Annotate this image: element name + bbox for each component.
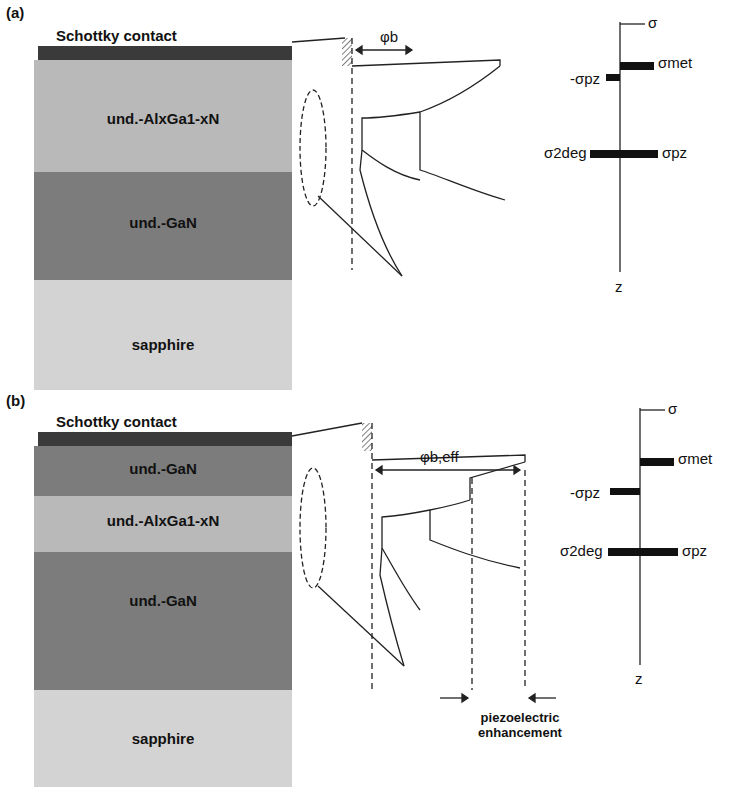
charge-label: σmet: [658, 54, 692, 71]
note-label: piezoelectric enhancement: [470, 710, 570, 740]
layer-band: und.-AlxGa1-xN: [34, 60, 292, 172]
schottky-contact: Schottky contact: [34, 26, 292, 60]
axis-label: σ: [668, 400, 677, 417]
contact-metal: [38, 46, 292, 60]
layer-band: und.-AlxGa1-xN: [34, 496, 292, 552]
layer-label: und.-GaN: [34, 592, 292, 609]
charge-label: σpz: [682, 542, 707, 559]
axis-label: z: [615, 278, 623, 295]
layer-label: und.-GaN: [34, 460, 292, 477]
axis-label: σ: [648, 14, 657, 31]
layer-label: sapphire: [34, 336, 292, 353]
axis-label: z: [635, 670, 643, 687]
panel-letter: (b): [6, 392, 25, 409]
layer-label: Schottky contact: [56, 413, 292, 430]
charge-label: -σpz: [570, 70, 600, 87]
layer-band: und.-GaN: [34, 552, 292, 690]
layer-band: und.-GaN: [34, 172, 292, 280]
charge-label: σpz: [662, 144, 687, 161]
layer-band: sapphire: [34, 690, 292, 787]
layer-label: und.-AlxGa1-xN: [34, 110, 292, 127]
contact-metal: [38, 432, 292, 446]
layer-band: und.-GaN: [34, 446, 292, 496]
charge-label: σ2deg: [560, 542, 603, 559]
barrier-label: φb,eff: [420, 448, 459, 465]
charge-label: σmet: [678, 450, 712, 467]
schottky-contact: Schottky contact: [34, 412, 292, 446]
layer-label: sapphire: [34, 730, 292, 747]
charge-label: -σpz: [570, 484, 600, 501]
charge-label: σ2deg: [544, 144, 587, 161]
layer-label: Schottky contact: [56, 27, 292, 44]
layer-band: sapphire: [34, 280, 292, 390]
panel-letter: (a): [6, 4, 24, 21]
layer-label: und.-AlxGa1-xN: [34, 512, 292, 529]
barrier-label: φb: [380, 28, 398, 45]
layer-label: und.-GaN: [34, 214, 292, 231]
